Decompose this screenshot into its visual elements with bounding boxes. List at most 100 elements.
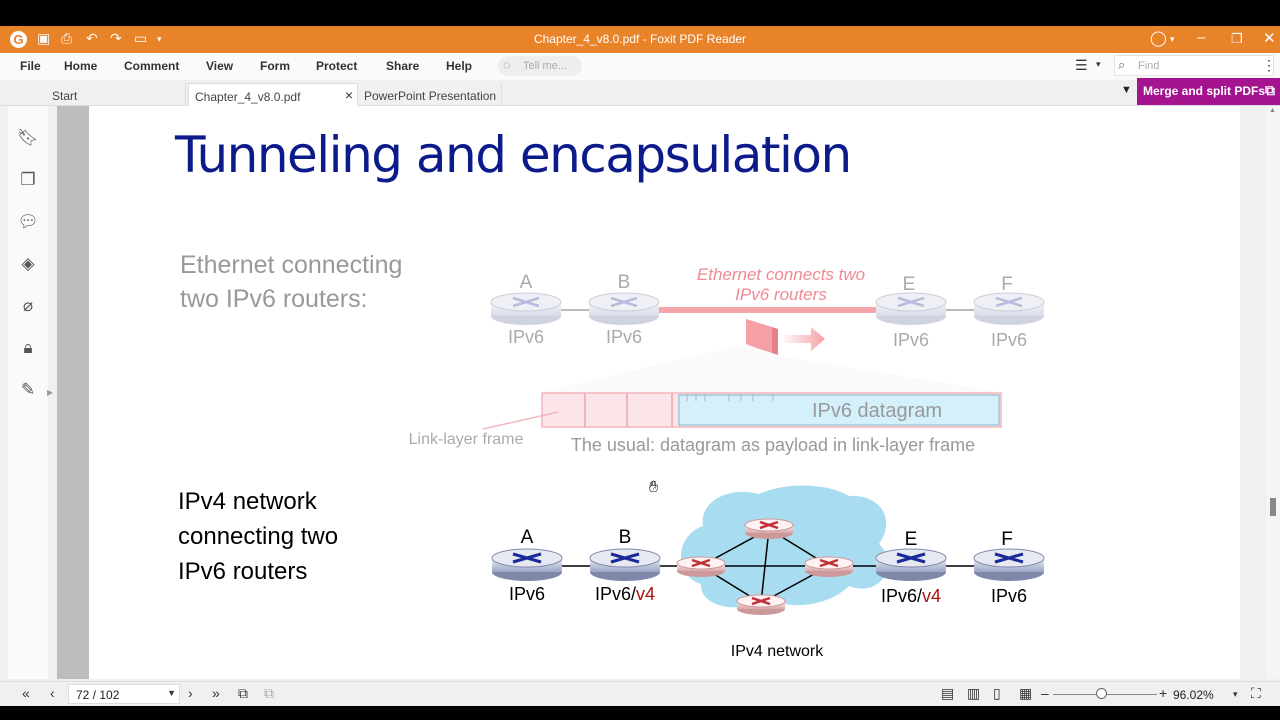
menu-file[interactable]: File [20, 59, 41, 73]
vertical-scrollbar[interactable]: ▲ [1266, 106, 1280, 679]
page-dropdown-icon[interactable]: ▼ [167, 688, 176, 698]
security-icon[interactable]: 🔒︎ [23, 338, 33, 357]
menu-share[interactable]: Share [386, 59, 420, 73]
router-name: E [903, 274, 916, 295]
next-page-icon[interactable]: › [188, 685, 193, 701]
zoom-level: 96.02% [1173, 688, 1214, 702]
fullscreen-icon[interactable]: ⛶ [1251, 685, 1261, 701]
open-folder-icon[interactable]: ▭ [134, 30, 148, 46]
router-proto: IPv6 [509, 584, 545, 604]
ipv6-datagram-label: IPv6 datagram [812, 400, 942, 422]
ipv4-router [676, 556, 726, 577]
router-name: F [1001, 529, 1013, 550]
forward-arrow [781, 327, 825, 351]
tab-list-dropdown-icon[interactable]: ▼ [1121, 84, 1132, 96]
document-view[interactable]: Tunneling and encapsulation Ethernet con… [57, 106, 1240, 679]
menu-protect[interactable]: Protect [316, 59, 358, 73]
zoom-out-icon[interactable]: – [1041, 685, 1049, 701]
router-proto-e: IPv6/v4 [881, 586, 941, 606]
ipv6-datagram-box [678, 394, 1000, 426]
previous-page-icon[interactable]: ‹ [50, 685, 55, 701]
ipv4-network-label: IPv4 network connecting two IPv6 routers [178, 484, 338, 589]
usual-caption: The usual: datagram as payload in link-l… [571, 435, 975, 455]
page-indicator: 72 / 102 [76, 688, 120, 702]
close-icon[interactable]: ✕ [1263, 30, 1276, 47]
menu-comment[interactable]: Comment [124, 59, 180, 73]
layers-icon[interactable]: ◈ [21, 254, 35, 273]
router-f-faint [973, 292, 1045, 325]
menu-help[interactable]: Help [446, 59, 473, 73]
minimize-icon[interactable]: – [1197, 29, 1206, 46]
section1-diagram: A B E F IPv6 IPv6 IPv6 IPv6 Ethernet con… [409, 265, 1045, 455]
router-name: B [618, 272, 631, 293]
merge-split-label: Merge and split PDFs [1143, 84, 1266, 98]
menu-home[interactable]: Home [64, 59, 98, 73]
menu-view[interactable]: View [206, 59, 234, 73]
router-name: E [905, 529, 918, 550]
link-layer-frame-label: Link-layer frame [409, 431, 524, 448]
search-options-dropdown-icon[interactable]: ▾ [1096, 59, 1101, 69]
single-page-icon[interactable]: ▤ [941, 685, 955, 701]
zoom-in-icon[interactable]: + [1159, 685, 1168, 701]
tell-me-box[interactable]: ◌ Tell me... [498, 56, 582, 76]
expand-panel-icon[interactable]: ▶ [47, 388, 54, 397]
continuous-page-icon[interactable]: ▥ [967, 685, 981, 701]
bookmark-icon[interactable]: 🔖︎ [17, 128, 39, 147]
account-icon[interactable]: ◯ [1150, 30, 1167, 47]
scroll-up-icon[interactable]: ▲ [1269, 107, 1276, 114]
zoom-slider-handle[interactable] [1096, 688, 1107, 699]
more-options-icon[interactable]: ⋮ [1262, 57, 1276, 73]
insert-page-icon[interactable]: ⧉ [264, 685, 274, 701]
zoom-dropdown-icon[interactable]: ▾ [1233, 689, 1238, 699]
foxit-logo-icon[interactable]: G [10, 31, 27, 48]
router-e-faint [875, 292, 947, 325]
packet-shape [746, 319, 772, 353]
router-a [491, 548, 563, 581]
tab-chapter-4[interactable]: Chapter_4_v8.0.pdf × [188, 83, 358, 106]
facing-page-icon[interactable]: ▯ [993, 685, 1001, 701]
save-icon[interactable]: ▣ [37, 30, 51, 46]
title-bar: G ▣ ⎙ ↶ ↷ ▭ ▾ Chapter_4_v8.0.pdf - Foxit… [0, 26, 1280, 53]
print-icon[interactable]: ⎙ [61, 30, 73, 46]
attachment-icon[interactable]: ⌀ [22, 296, 34, 315]
customize-dropdown-icon[interactable]: ▾ [157, 34, 162, 44]
merge-split-button[interactable]: Merge and split PDFs ⧉ [1137, 78, 1280, 105]
close-tab-icon[interactable]: × [344, 87, 353, 103]
tab-label: Chapter_4_v8.0.pdf [195, 90, 301, 104]
router-proto: IPv6 [606, 327, 642, 347]
page-number-input[interactable]: 72 / 102 ▼ [68, 684, 180, 704]
ipv4-network-cloud [680, 485, 888, 608]
pages-icon[interactable]: ❐ [20, 170, 36, 189]
find-input[interactable]: ⌕ Find [1114, 55, 1274, 76]
menu-form[interactable]: Form [260, 59, 290, 73]
undo-icon[interactable]: ↶ [86, 30, 98, 46]
tab-powerpoint[interactable]: PowerPoint Presentation [358, 83, 502, 106]
extract-page-icon[interactable]: ⧉ [238, 685, 248, 701]
search-options-icon[interactable]: ☰ [1075, 57, 1088, 73]
restore-icon[interactable]: ❐ [1231, 31, 1243, 46]
first-page-icon[interactable]: « [22, 685, 30, 701]
comment-icon[interactable]: 💬︎ [17, 212, 39, 231]
menu-bar: File Home Comment View Form Protect Shar… [0, 53, 1280, 80]
account-dropdown-icon[interactable]: ▾ [1170, 34, 1175, 44]
ipv4-label-line: connecting two [178, 523, 339, 550]
ipv4-label-line: IPv6 routers [178, 558, 308, 585]
ipv4-router [804, 556, 854, 577]
router-e [875, 548, 947, 581]
tab-start[interactable]: Start [46, 83, 186, 106]
signature-icon[interactable]: ✎ [20, 380, 36, 399]
ethernet-link-label: IPv6 routers [735, 285, 827, 304]
continuous-facing-icon[interactable]: ▦ [1019, 685, 1033, 701]
last-page-icon[interactable]: » [212, 685, 220, 701]
ipv4-network-caption: IPv4 network [731, 643, 824, 660]
ethernet-label-line: two IPv6 routers: [180, 285, 368, 313]
search-icon: ⌕ [1118, 57, 1126, 72]
slide-title: Tunneling and encapsulation [175, 126, 852, 184]
status-bar: « ‹ 72 / 102 ▼ › » ⧉ ⧉ ▤ ▥ ▯ ▦ – + 96.02… [0, 681, 1280, 706]
scroll-thumb[interactable] [1270, 498, 1276, 516]
router-proto-b: IPv6/v4 [595, 584, 655, 604]
tab-label: Start [52, 89, 78, 103]
section2-diagram: A B E F IPv6 IPv6/v4 IPv6/v4 IPv6 IPv4 n… [491, 485, 1045, 660]
packet-side [772, 327, 778, 355]
redo-icon[interactable]: ↷ [110, 30, 122, 46]
